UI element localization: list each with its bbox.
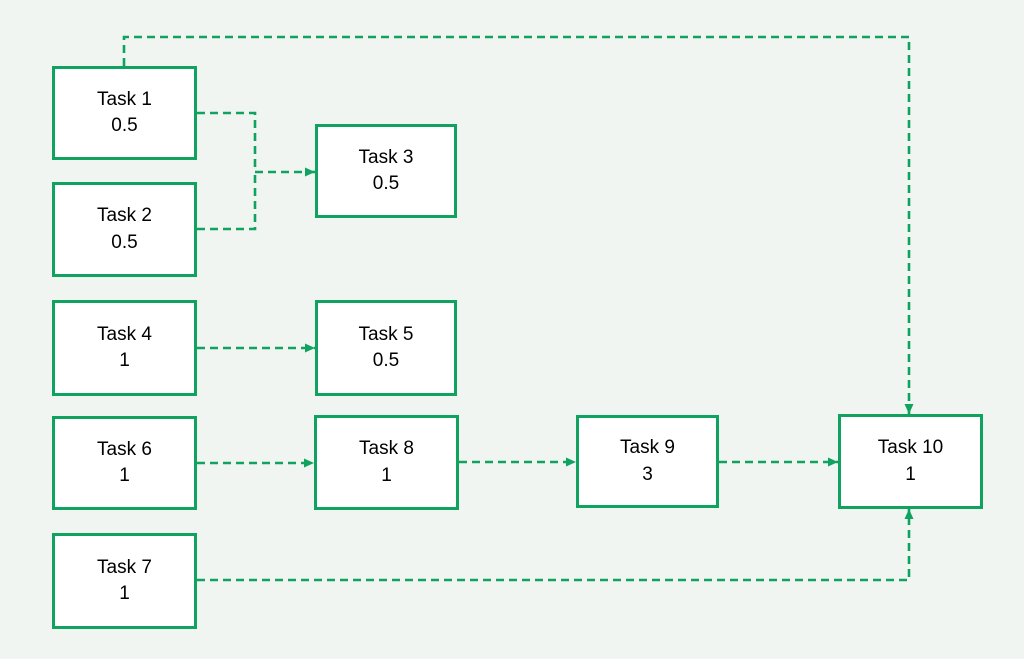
edge-task7-task10 (197, 509, 914, 582)
task-duration: 0.5 (111, 231, 138, 253)
edge-task1-junction (197, 111, 257, 172)
task-label: Task 4 (97, 323, 152, 345)
task-node-task7: Task 7 1 (52, 533, 197, 629)
task-node-task3: Task 3 0.5 (315, 124, 457, 218)
task-node-task4: Task 4 1 (52, 300, 197, 396)
task-label: Task 1 (97, 88, 152, 110)
task-duration: 0.5 (372, 173, 400, 194)
task-label: Task 2 (97, 205, 152, 227)
task-label: Task 9 (620, 437, 675, 459)
task-duration: 3 (642, 463, 653, 485)
task-duration: 1 (905, 463, 916, 485)
task-label: Task 6 (97, 438, 152, 460)
edge-task1-task10 (122, 35, 914, 414)
edge-task2-junction (197, 172, 257, 231)
task-duration: 0.5 (111, 115, 138, 136)
task-node-task9: Task 9 3 (576, 415, 719, 508)
task-node-task1: Task 1 0.5 (52, 66, 197, 160)
task-label: Task 7 (97, 556, 152, 578)
task-label: Task 8 (359, 438, 414, 460)
task-duration: 1 (381, 464, 392, 486)
task-duration: 0.5 (372, 350, 400, 371)
task-duration: 1 (119, 583, 130, 604)
task-node-task5: Task 5 0.5 (315, 300, 457, 396)
task-label: Task 3 (358, 146, 414, 168)
task-label: Task 5 (358, 323, 414, 345)
task-node-task6: Task 6 1 (52, 416, 197, 510)
task-duration: 1 (119, 350, 130, 371)
task-node-task8: Task 8 1 (314, 415, 459, 510)
task-node-task2: Task 2 0.5 (52, 182, 197, 277)
task-node-task10: Task 10 1 (838, 414, 983, 509)
task-duration: 1 (119, 465, 130, 486)
task-label: Task 10 (877, 437, 944, 459)
